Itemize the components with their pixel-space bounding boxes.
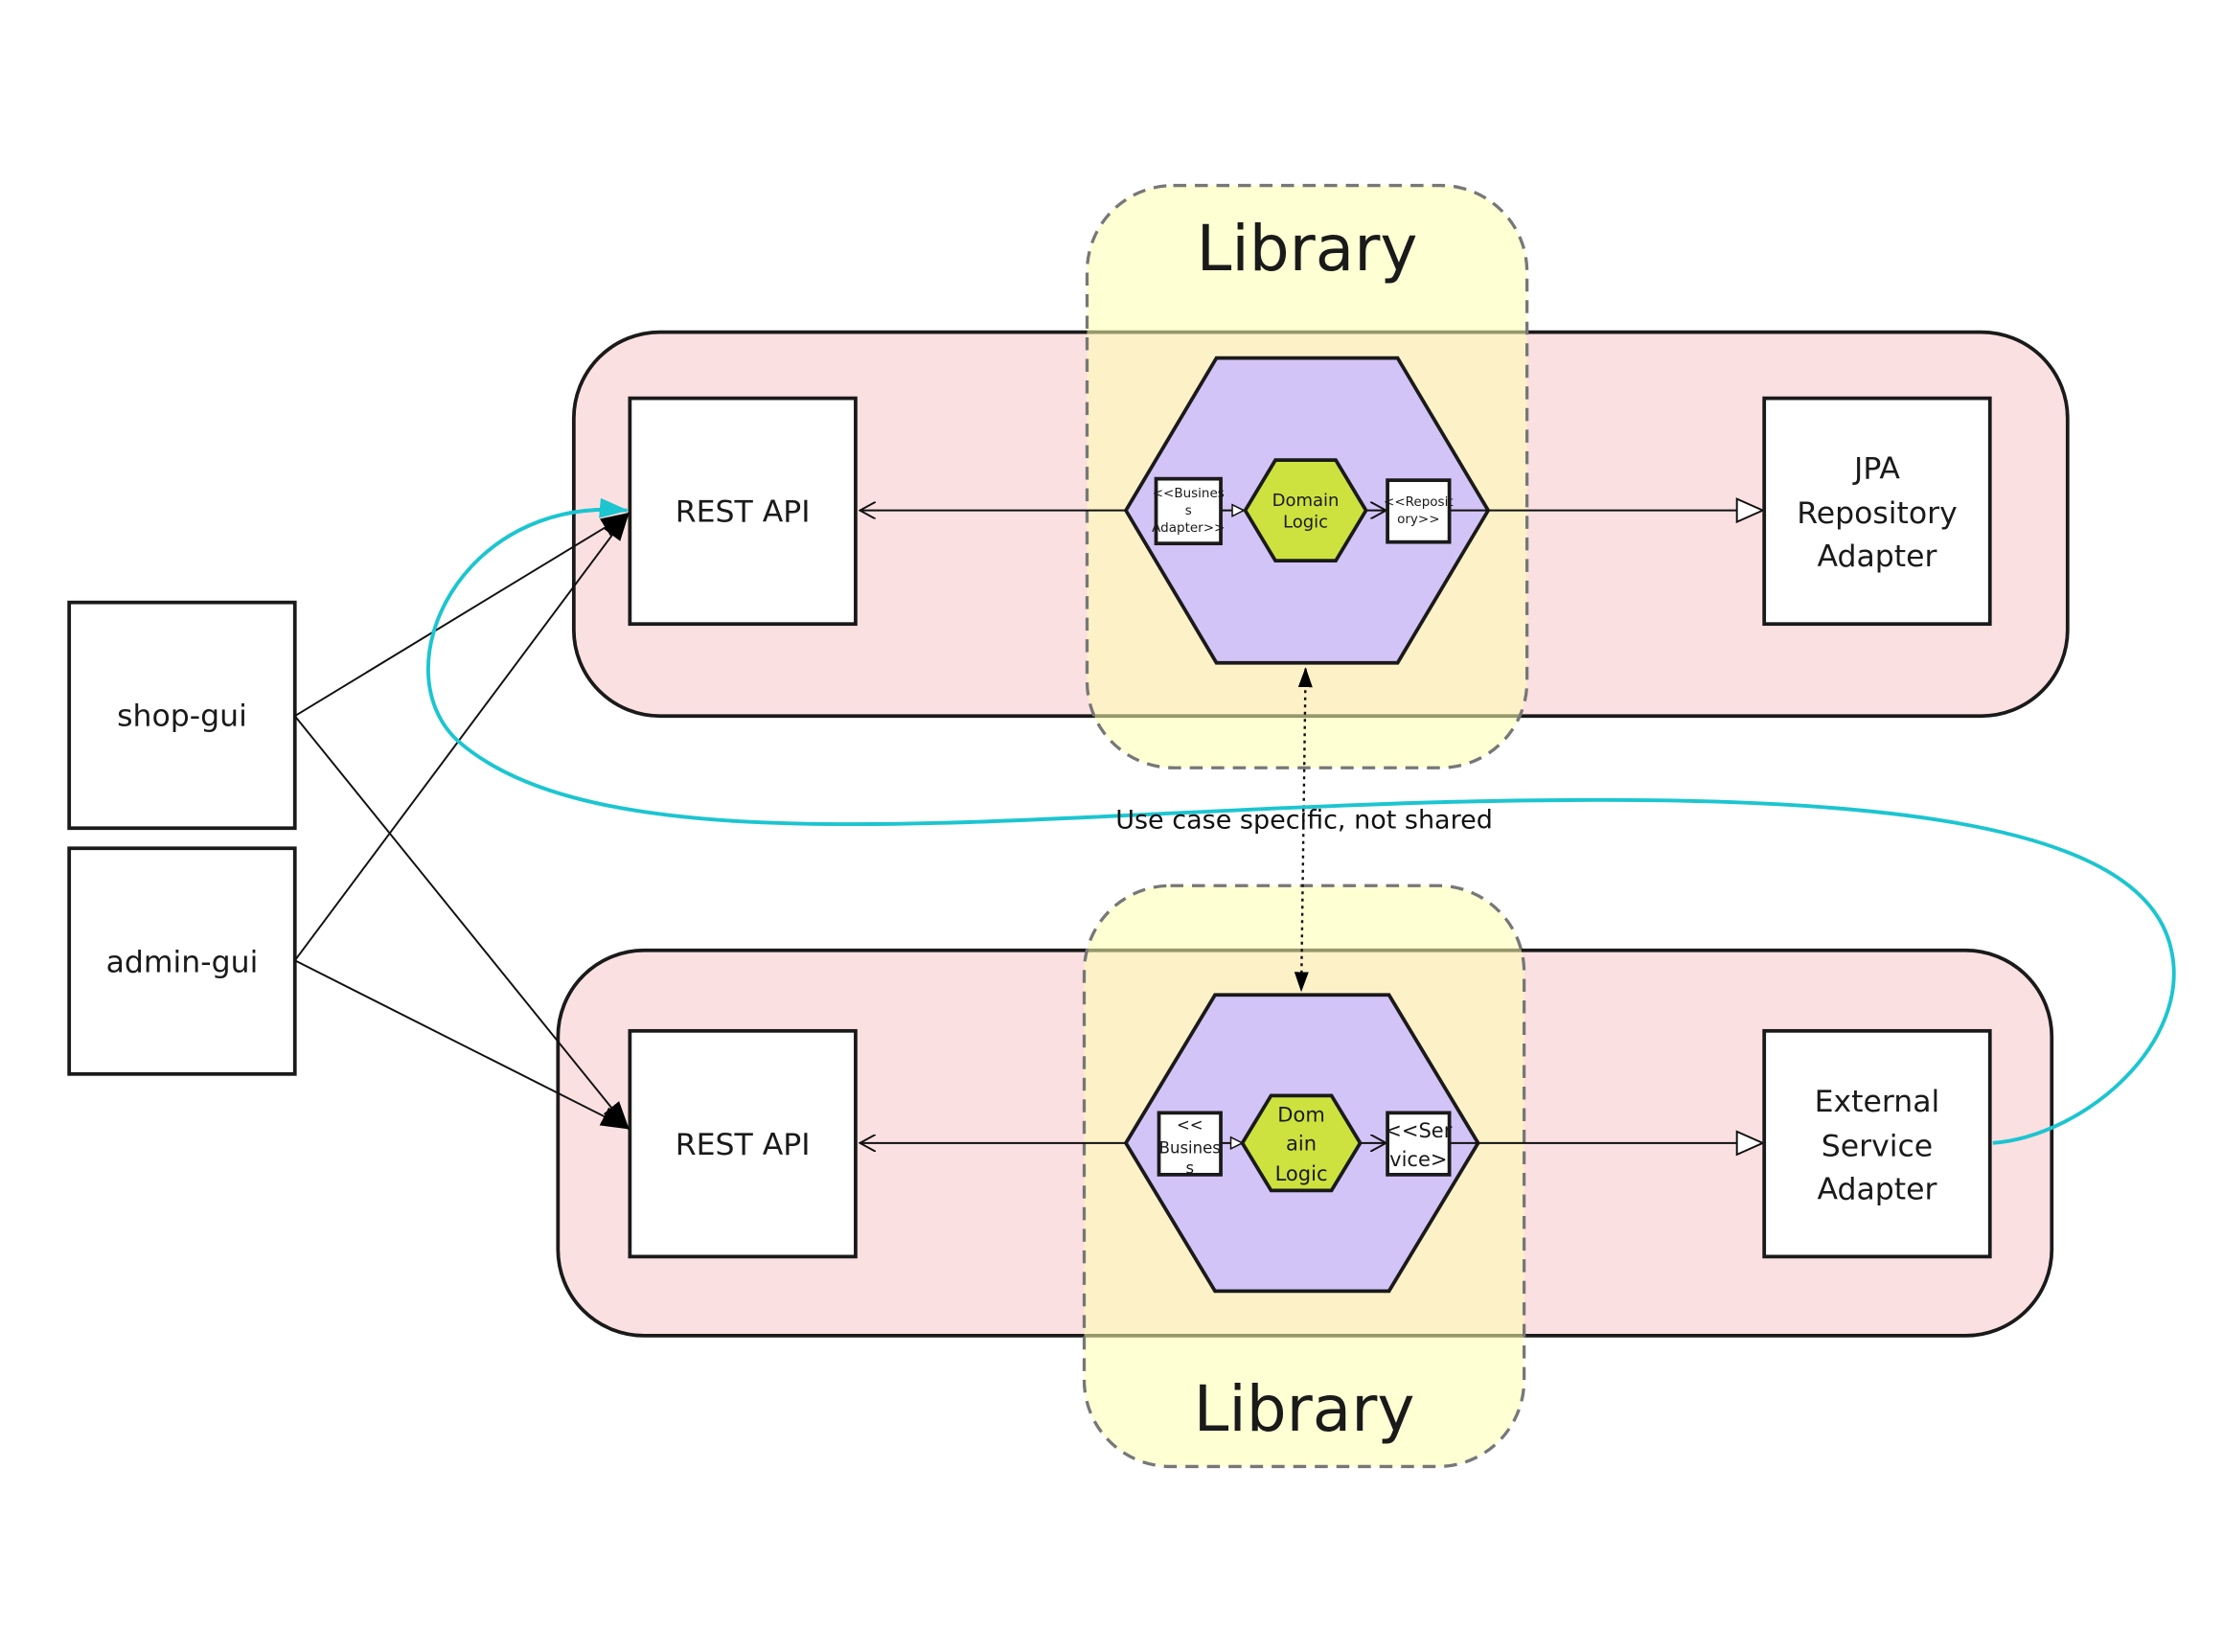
business-adapter-top (1154, 476, 1223, 546)
arrow-admin-rest-bottom (294, 959, 630, 1130)
library-bottom-label: Library (1194, 1372, 1415, 1446)
dotted-shared-link (1294, 667, 1313, 993)
business-adapter-bottom (1157, 1111, 1223, 1177)
arrow-shop-rest-top (294, 512, 630, 718)
shop-gui-label: shop-gui (117, 700, 247, 734)
jpa-repository-adapter (1762, 396, 1992, 627)
domain-logic-top (1243, 458, 1368, 563)
rest-api-top (628, 396, 858, 627)
rest-api-top-label: REST API (676, 495, 811, 530)
rest-api-bottom-label: REST API (676, 1128, 811, 1162)
external-callback-flow (426, 497, 2176, 1145)
external-service-adapter (1762, 1028, 1992, 1259)
domain-logic-bottom (1240, 1093, 1363, 1193)
shop-gui (67, 600, 297, 831)
admin-gui (67, 846, 297, 1076)
admin-gui-label: admin-gui (106, 945, 259, 979)
service-port (1386, 1111, 1452, 1177)
repository-port (1386, 478, 1452, 544)
note-label: Use case specific, not shared (1115, 805, 1493, 835)
arrow-shop-rest-bottom (293, 715, 630, 1131)
arrow-admin-rest-top (293, 512, 630, 961)
library-top-label: Library (1197, 212, 1418, 286)
rest-api-bottom (628, 1028, 858, 1259)
